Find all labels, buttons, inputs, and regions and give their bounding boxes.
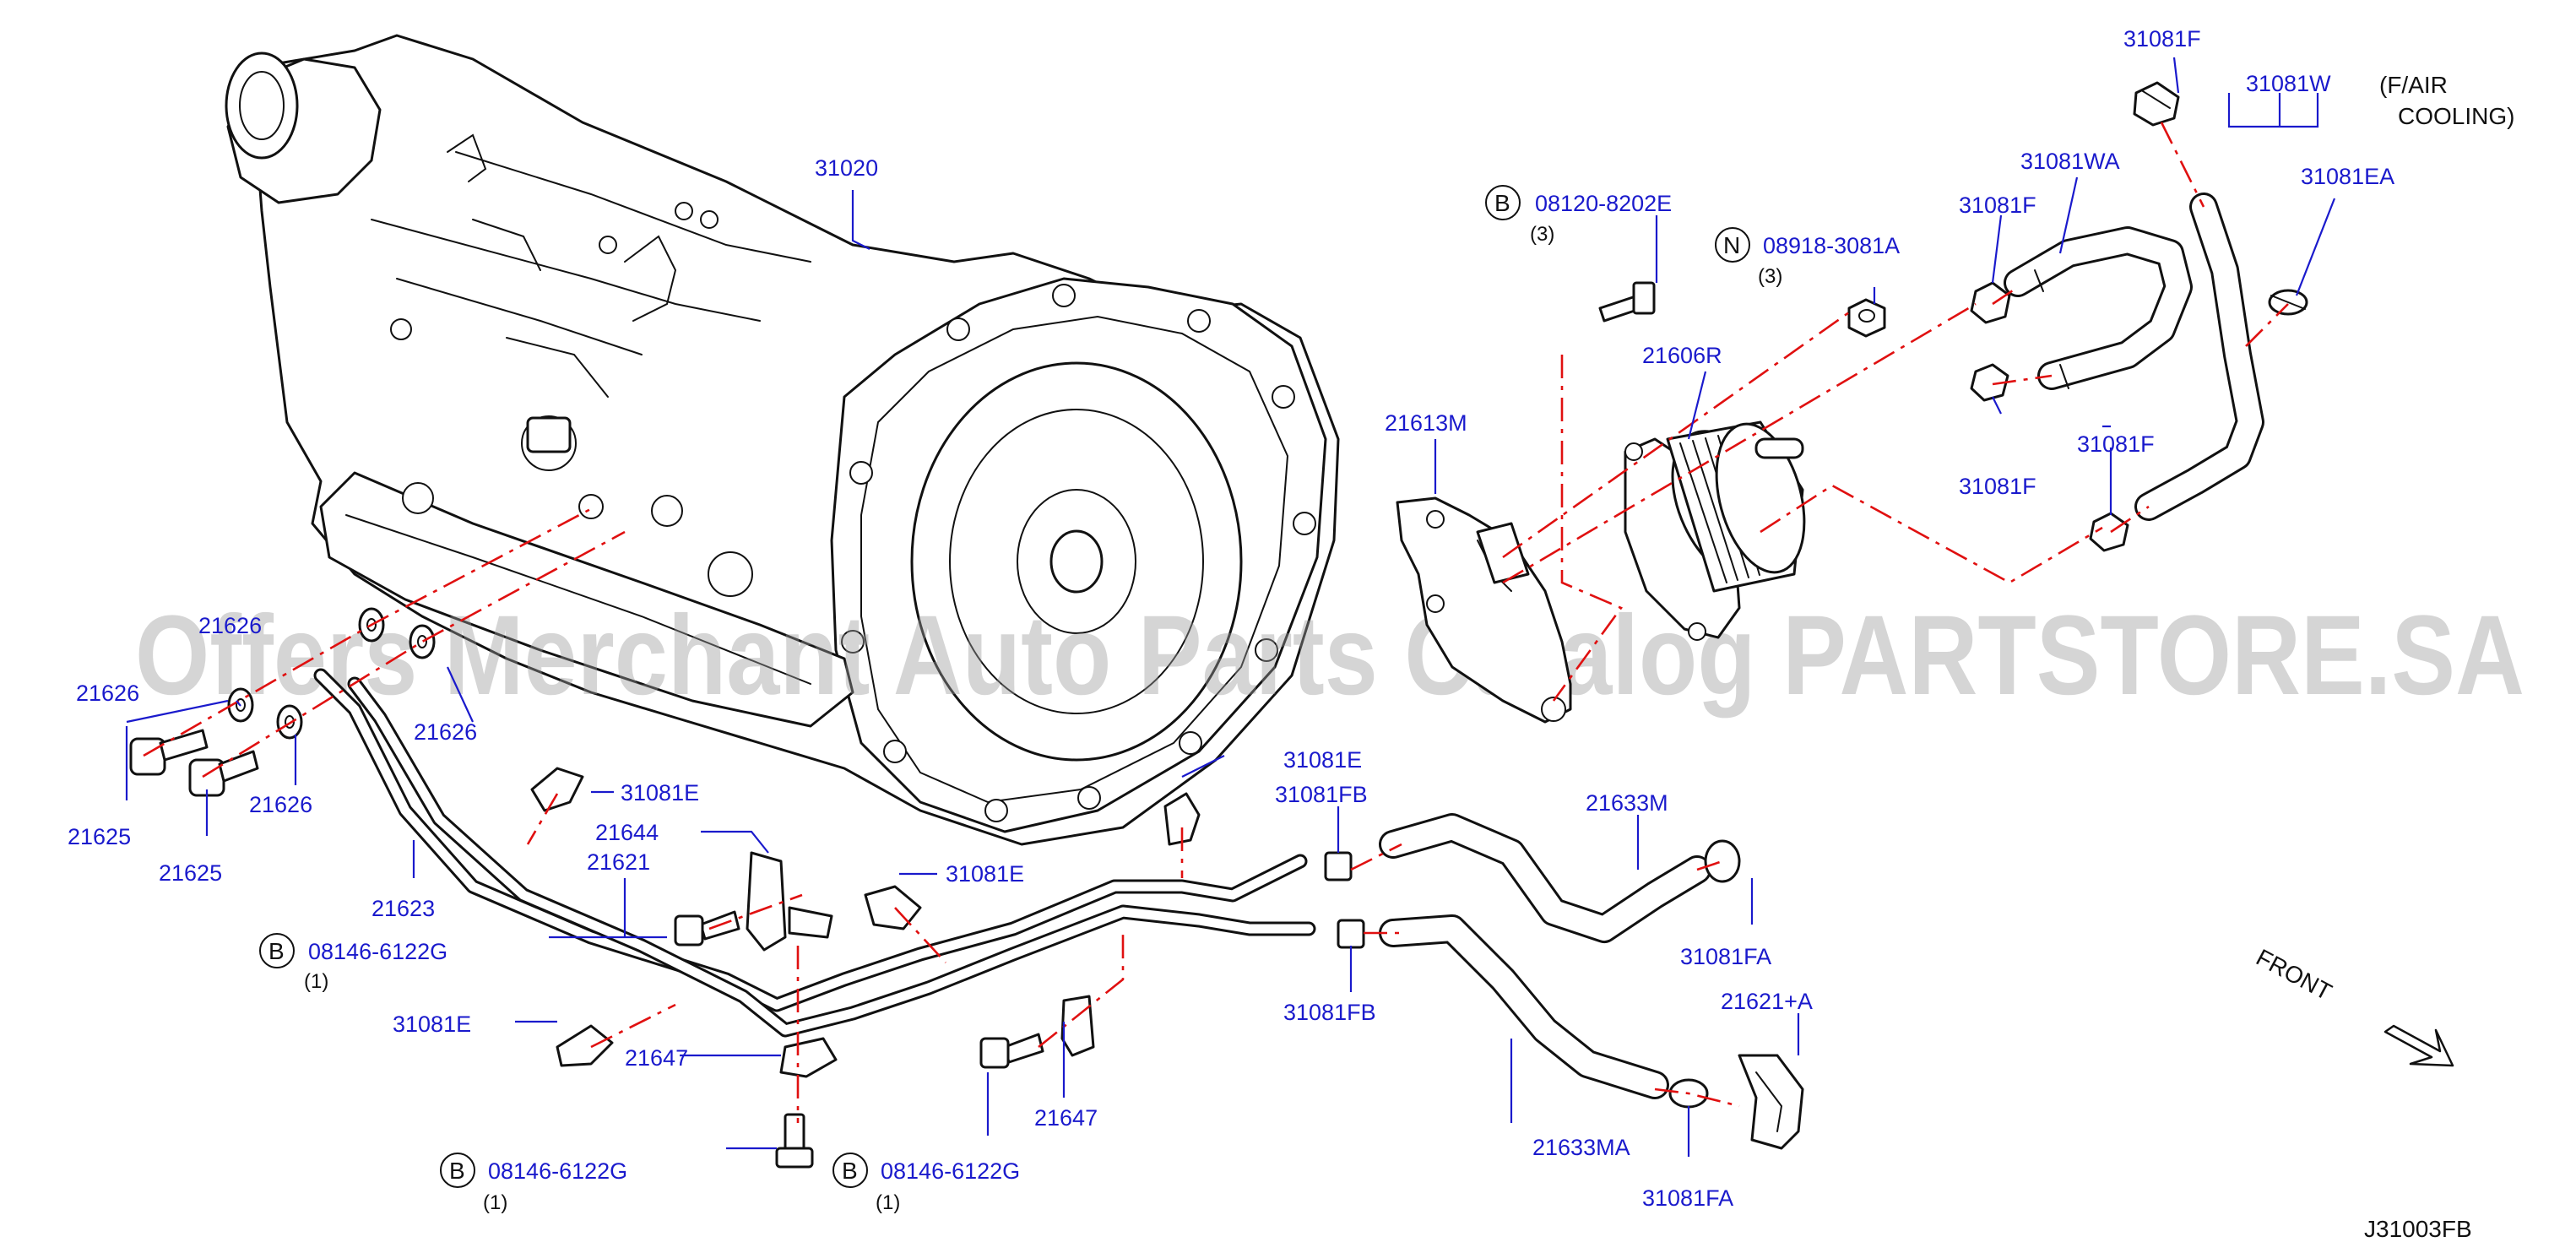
label-21644[interactable]: 21644 — [595, 820, 659, 845]
clamp-31081FA-upper[interactable] — [1704, 839, 1741, 883]
fastener-qty: (3) — [1530, 223, 1554, 246]
bolt-clip[interactable] — [979, 1033, 1044, 1069]
fastener-qty: (1) — [876, 1191, 900, 1214]
fastener-qty: (3) — [1758, 265, 1782, 288]
label-21606R[interactable]: 21606R — [1642, 343, 1722, 368]
fastener-symbol: N — [1723, 232, 1740, 258]
oil-cooler[interactable] — [1624, 415, 1819, 641]
bolt-bracket[interactable] — [674, 910, 740, 947]
label-21626-c[interactable]: 21626 — [249, 792, 312, 817]
label-21613M[interactable]: 21613M — [1385, 410, 1467, 436]
label-31081E-4[interactable]: 31081E — [393, 1012, 471, 1037]
fastener-callout-08146-b[interactable]: B 08146-6122G (1) — [440, 1153, 627, 1214]
fastener-qty: (1) — [483, 1191, 507, 1214]
watermark-text: Offers Merchant Auto Parts Catalog PARTS… — [135, 593, 2524, 719]
hose-21633MA[interactable] — [1379, 914, 1669, 1099]
clamp-31081F-top[interactable] — [2133, 81, 2180, 127]
fastener-part-number: 08120-8202E — [1535, 191, 1672, 216]
fastener-symbol: B — [268, 938, 285, 964]
fastener-symbol: B — [1494, 190, 1510, 216]
label-31081F-d[interactable]: 31081F — [2077, 431, 2155, 457]
label-21625-b[interactable]: 21625 — [159, 860, 222, 886]
label-21621A[interactable]: 21621+A — [1721, 989, 1813, 1014]
banjo-bolt-21625-2[interactable] — [188, 750, 259, 797]
washer-21626-4[interactable] — [409, 624, 436, 659]
clamp-31081E-2[interactable] — [864, 885, 922, 930]
air-cooling-note-line2: COOLING) — [2398, 103, 2514, 129]
label-21626-b[interactable]: 21626 — [76, 681, 139, 706]
hose-31081W[interactable] — [2134, 193, 2264, 521]
tube-21621[interactable] — [347, 676, 1316, 1038]
fastener-part-number: 08146-6122G — [308, 939, 447, 964]
label-31081E-1[interactable]: 31081E — [621, 780, 699, 806]
label-31081FA-a[interactable]: 31081FA — [1680, 944, 1771, 969]
fastener-callout-08146-c[interactable]: B 08146-6122G (1) — [832, 1153, 1020, 1214]
fastener-part-number: 08918-3081A — [1763, 233, 1900, 258]
label-31081EA[interactable]: 31081EA — [2301, 164, 2394, 189]
label-31081E-3[interactable]: 31081E — [1283, 747, 1362, 773]
fastener-callout-08146-a[interactable]: B 08146-6122G (1) — [259, 933, 447, 993]
label-21621[interactable]: 21621 — [587, 849, 650, 875]
clamp-31081FB-upper[interactable] — [1324, 851, 1353, 881]
oil-cooler-bracket[interactable] — [1396, 496, 1572, 724]
clamp-31081E-4[interactable] — [556, 1024, 614, 1067]
cooler-mount-bolt[interactable] — [1598, 281, 1656, 323]
label-21623[interactable]: 21623 — [371, 896, 435, 921]
label-31081WA[interactable]: 31081WA — [2020, 149, 2120, 174]
transmission-assembly[interactable] — [225, 34, 1340, 846]
label-31081F-c[interactable]: 31081F — [1959, 474, 2036, 499]
cooler-mount-nut[interactable] — [1847, 298, 1886, 338]
clamp-31081F-lower[interactable] — [1970, 363, 2009, 402]
label-21647-b[interactable]: 21647 — [1034, 1105, 1098, 1131]
fastener-qty: (1) — [304, 970, 328, 993]
fastener-symbol: B — [842, 1158, 858, 1184]
hose-31081WA[interactable] — [2004, 226, 2193, 390]
air-cooling-note-line1: (F/AIR — [2379, 72, 2448, 98]
clamp-31081E-3[interactable] — [1163, 792, 1201, 846]
label-21625-a[interactable]: 21625 — [68, 824, 131, 849]
label-31081FB-b[interactable]: 31081FB — [1283, 1000, 1376, 1025]
label-21633M[interactable]: 21633M — [1586, 790, 1668, 816]
label-31081E-2[interactable]: 31081E — [946, 861, 1024, 887]
front-arrow-icon — [2383, 1024, 2454, 1067]
clamp-31081FB-lower[interactable] — [1337, 919, 1365, 949]
fastener-callout-08120[interactable]: B 08120-8202E (3) — [1485, 185, 1672, 246]
label-21626-a[interactable]: 21626 — [198, 613, 262, 638]
label-31081W[interactable]: 31081W — [2246, 71, 2331, 96]
bolt-vertical[interactable] — [775, 1113, 814, 1169]
label-21647-a[interactable]: 21647 — [625, 1045, 688, 1071]
washer-21626-2[interactable] — [276, 704, 303, 740]
clamp-31081EA[interactable] — [2268, 289, 2308, 316]
label-31020[interactable]: 31020 — [815, 155, 878, 181]
clamp-31081F-mid[interactable] — [1970, 281, 2011, 324]
clip-21647-right[interactable] — [1060, 995, 1095, 1057]
fastener-part-number: 08146-6122G — [488, 1158, 627, 1184]
label-31081FB-a[interactable]: 31081FB — [1275, 782, 1368, 807]
label-21626-d[interactable]: 21626 — [414, 719, 477, 745]
front-label: FRONT — [2252, 944, 2336, 1006]
diagram-reference-id: J31003FB — [2364, 1216, 2472, 1242]
label-31081F-a[interactable]: 31081F — [2123, 26, 2201, 52]
label-21633MA[interactable]: 21633MA — [1532, 1135, 1630, 1160]
clip-21647-center[interactable] — [779, 1037, 838, 1078]
front-direction-indicator: FRONT — [2252, 944, 2454, 1067]
label-31081FA-b[interactable]: 31081FA — [1642, 1185, 1733, 1211]
assembly-leader-lines — [143, 122, 2289, 1123]
label-31081F-b[interactable]: 31081F — [1959, 193, 2036, 218]
flange-bolts — [841, 284, 1316, 822]
tube-connector-21621A[interactable] — [1738, 1054, 1804, 1150]
clamp-31081E-1[interactable] — [530, 767, 584, 812]
part-labels: 31020 21625 21625 21626 21626 21626 2162… — [68, 26, 2394, 1211]
bracket-21644[interactable] — [746, 851, 833, 952]
fastener-symbol: B — [449, 1158, 465, 1184]
fastener-callout-08918[interactable]: N 08918-3081A (3) — [1715, 227, 1900, 288]
tube-21623[interactable] — [313, 668, 1308, 1012]
fastener-part-number: 08146-6122G — [881, 1158, 1020, 1184]
hose-21633M[interactable] — [1379, 813, 1711, 943]
callout-leader-lines — [125, 57, 2336, 1157]
